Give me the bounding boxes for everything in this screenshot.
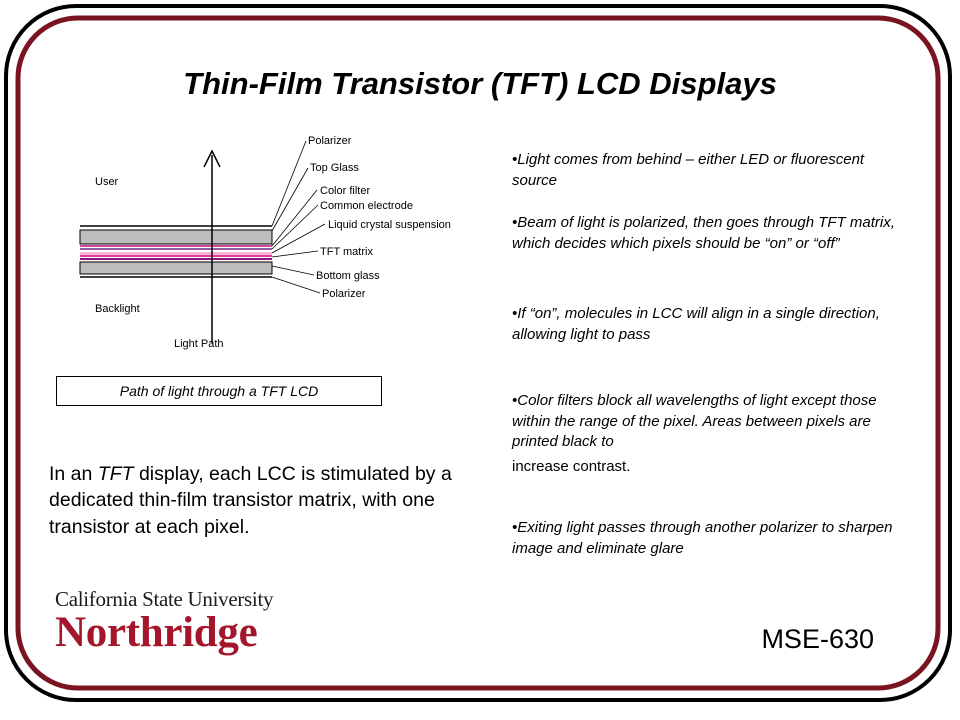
label-common-electrode: Common electrode	[320, 200, 413, 212]
label-polarizer-bottom: Polarizer	[322, 288, 366, 300]
label-color-filter: Color filter	[320, 185, 370, 197]
label-tft-matrix: TFT matrix	[320, 246, 373, 258]
tft-description-part2: display, each LCC is stimulated by a ded…	[49, 463, 452, 538]
diagram-caption: Path of light through a TFT LCD	[56, 376, 382, 406]
label-top-glass: Top Glass	[310, 162, 359, 174]
label-liquid-crystal: Liquid crystal suspension	[328, 219, 451, 231]
tft-description-emphasis: TFT	[97, 463, 134, 485]
course-code: MSE-630	[761, 624, 874, 654]
bullet-color-filters: •Color filters block all wavelengths of …	[512, 391, 912, 478]
university-logo: California State University Northridge	[55, 587, 274, 656]
tft-layer-diagram: User Backlight Light Path Polarizer Top …	[79, 135, 451, 350]
bullet-polarized-beam: •Beam of light is polarized, then goes t…	[512, 214, 895, 252]
label-bottom-glass: Bottom glass	[316, 270, 380, 282]
label-polarizer-top: Polarizer	[308, 135, 352, 147]
tft-description-part1: In an	[49, 463, 98, 485]
label-light-path: Light Path	[174, 338, 224, 350]
bullet-color-filters-text: •Color filters block all wavelengths of …	[512, 392, 877, 451]
slide-title: Thin-Film Transistor (TFT) LCD Displays	[183, 66, 777, 101]
logo-campus-name: Northridge	[55, 609, 258, 656]
liquid-crystal-layer	[80, 252, 272, 255]
leader-lines	[271, 140, 326, 294]
frame-outer-border	[4, 4, 952, 702]
label-backlight: Backlight	[95, 303, 140, 315]
label-user: User	[95, 176, 119, 188]
frame-inner-border	[15, 15, 941, 691]
bullet-exit-polarizer: •Exiting light passes through another po…	[512, 519, 893, 557]
bullet-light-source: •Light comes from behind – either LED or…	[512, 151, 865, 189]
bottom-glass-layer	[79, 261, 273, 275]
bullet-lcc-alignment: •If “on”, molecules in LCC will align in…	[512, 305, 880, 343]
tft-description: In an TFT display, each LCC is stimulate…	[49, 461, 499, 540]
logo-university-name: California State University	[55, 587, 274, 611]
bullet-color-filters-continued: increase contrast.	[512, 458, 631, 476]
top-glass-layer	[79, 229, 273, 245]
light-path-arrowhead	[203, 149, 221, 168]
